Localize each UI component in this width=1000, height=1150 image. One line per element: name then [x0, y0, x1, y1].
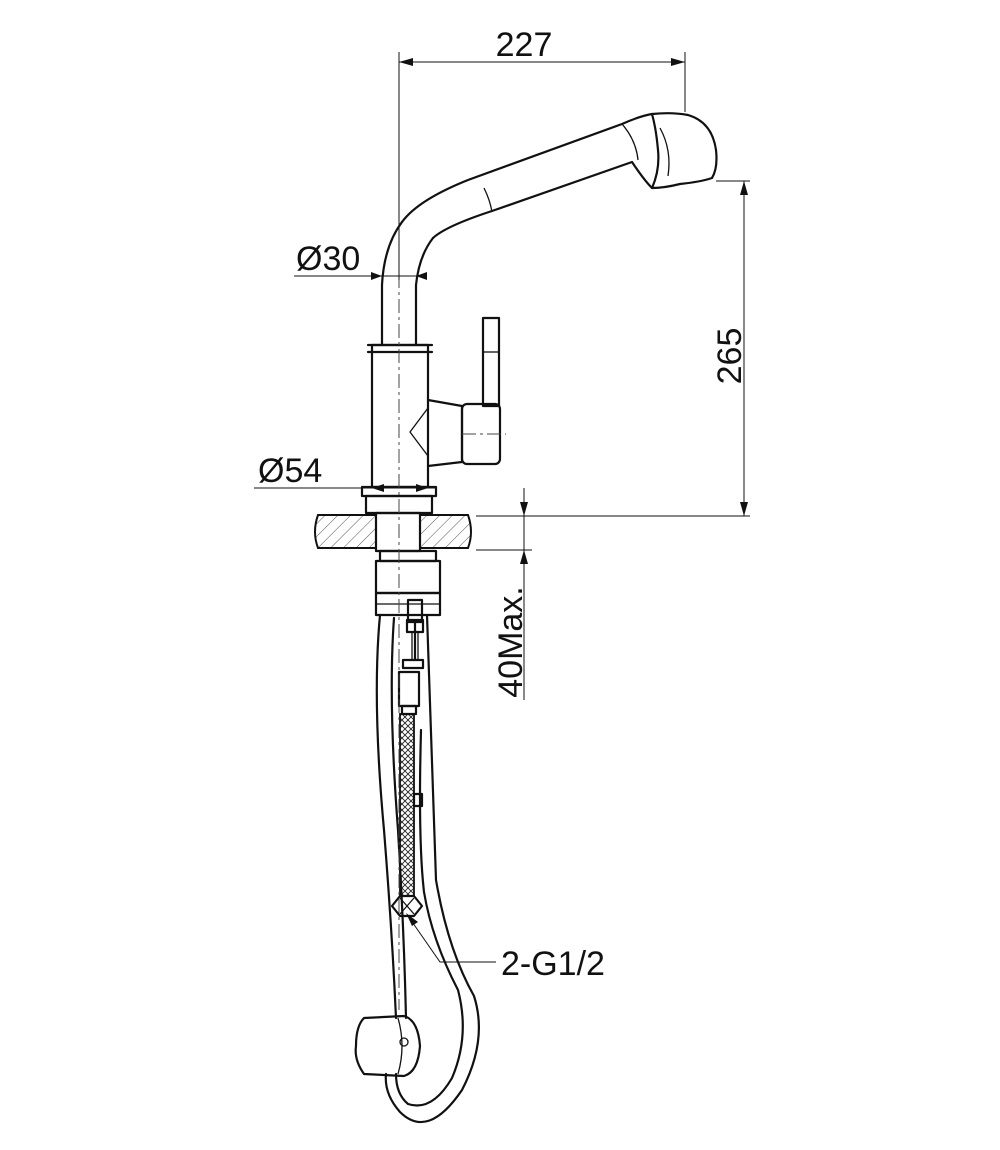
spout-height-label: 265 — [711, 328, 749, 385]
spout-reach-label: 227 — [496, 26, 553, 64]
dimension-spout-height: 265 — [476, 180, 750, 517]
body-diameter-label: Ø54 — [258, 452, 322, 490]
dimension-body-diameter: Ø54 — [254, 452, 436, 492]
faucet-outline — [360, 112, 718, 515]
dimension-spout-diameter: Ø30 — [294, 240, 427, 280]
under-deck-assembly — [374, 511, 442, 918]
dimension-mount-thickness: 40Max. — [476, 488, 532, 700]
countertop-section — [314, 514, 472, 549]
mount-thickness-label: 40Max. — [492, 586, 530, 698]
connection-callout: 2-G1/2 — [406, 913, 605, 983]
connection-label: 2-G1/2 — [501, 945, 605, 983]
spout-diameter-label: Ø30 — [296, 240, 360, 278]
center-lines — [398, 274, 506, 1010]
dimension-spout-reach: 227 — [398, 26, 686, 280]
pull-out-hose — [354, 613, 480, 1124]
